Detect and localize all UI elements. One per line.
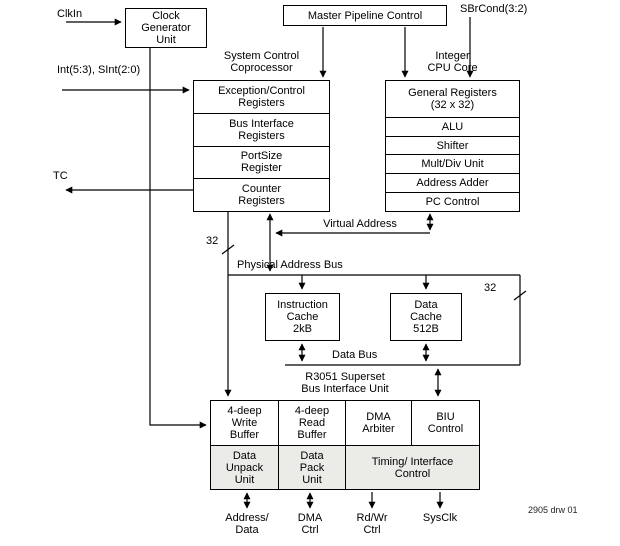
clkin-pin-label: ClkIn [57,8,83,20]
rdwr-ctrl-pin-label: Rd/Wr Ctrl [356,512,388,536]
drawing-number-footnote: 2905 drw 01 [528,505,578,515]
address-adder-cell: Address Adder [386,173,519,192]
int-pin-label: Int(5:3), SInt(2:0) [57,64,141,76]
data-bus-label: Data Bus [332,349,378,361]
data-cache-box: Data Cache 512B [390,293,462,341]
clock-generator-unit-box: Clock Generator Unit [125,8,207,48]
data-pack-cell: Data Pack Unit [278,445,345,489]
alu-cell: ALU [386,116,519,136]
read-buffer-cell: 4-deep Read Buffer [278,401,345,445]
integer-cpu-core-box: General Registers (32 x 32) ALU Shifter … [385,80,520,212]
virtual-address-bus-label: Virtual Address [323,218,397,230]
sbrcond-pin-label: SBrCond(3:2) [460,3,528,15]
bus-width-32-right-label: 32 [484,282,497,294]
dma-ctrl-pin-label: DMA Ctrl [297,512,323,536]
system-control-coprocessor-box: Exception/Control Registers Bus Interfac… [193,80,330,212]
pc-control-cell: PC Control [386,192,519,211]
general-registers-cell: General Registers (32 x 32) [408,86,497,111]
bus-width-32-left-label: 32 [206,235,219,247]
physical-address-bus-label: Physical Address Bus [237,259,343,271]
bus-interface-unit-box: 4-deep Write Buffer 4-deep Read Buffer D… [210,400,480,490]
master-pipeline-control-box: Master Pipeline Control [283,5,447,26]
bus-interface-unit-title: R3051 Superset Bus Interface Unit [301,371,389,395]
integer-cpu-core-title: Integer CPU Core [427,50,478,74]
bus-width-slash-left [221,244,235,255]
tc-pin-label: TC [53,170,68,182]
data-unpack-cell: Data Unpack Unit [211,445,278,489]
portsize-register-cell: PortSize Register [194,145,329,179]
sysclk-pin-label: SysClk [422,512,458,524]
instruction-cache-box: Instruction Cache 2kB [265,293,340,341]
write-buffer-cell: 4-deep Write Buffer [227,405,262,441]
exception-control-registers-cell: Exception/Control Registers [218,84,305,109]
dma-arbiter-cell: DMA Arbiter [345,401,411,445]
clock-to-biu-wire [149,48,207,429]
timing-interface-cell: Timing/ Interface Control [345,445,479,489]
counter-registers-cell: Counter Registers [194,178,329,211]
bus-width-slash-right [513,290,527,301]
address-data-pin-label: Address/ Data [225,512,269,536]
biu-control-cell: BIU Control [411,401,479,445]
mult-div-cell: Mult/Div Unit [386,154,519,173]
system-control-coprocessor-title: System Control Coprocessor [223,50,300,74]
bus-interface-registers-cell: Bus Interface Registers [194,112,329,146]
shifter-cell: Shifter [386,135,519,155]
